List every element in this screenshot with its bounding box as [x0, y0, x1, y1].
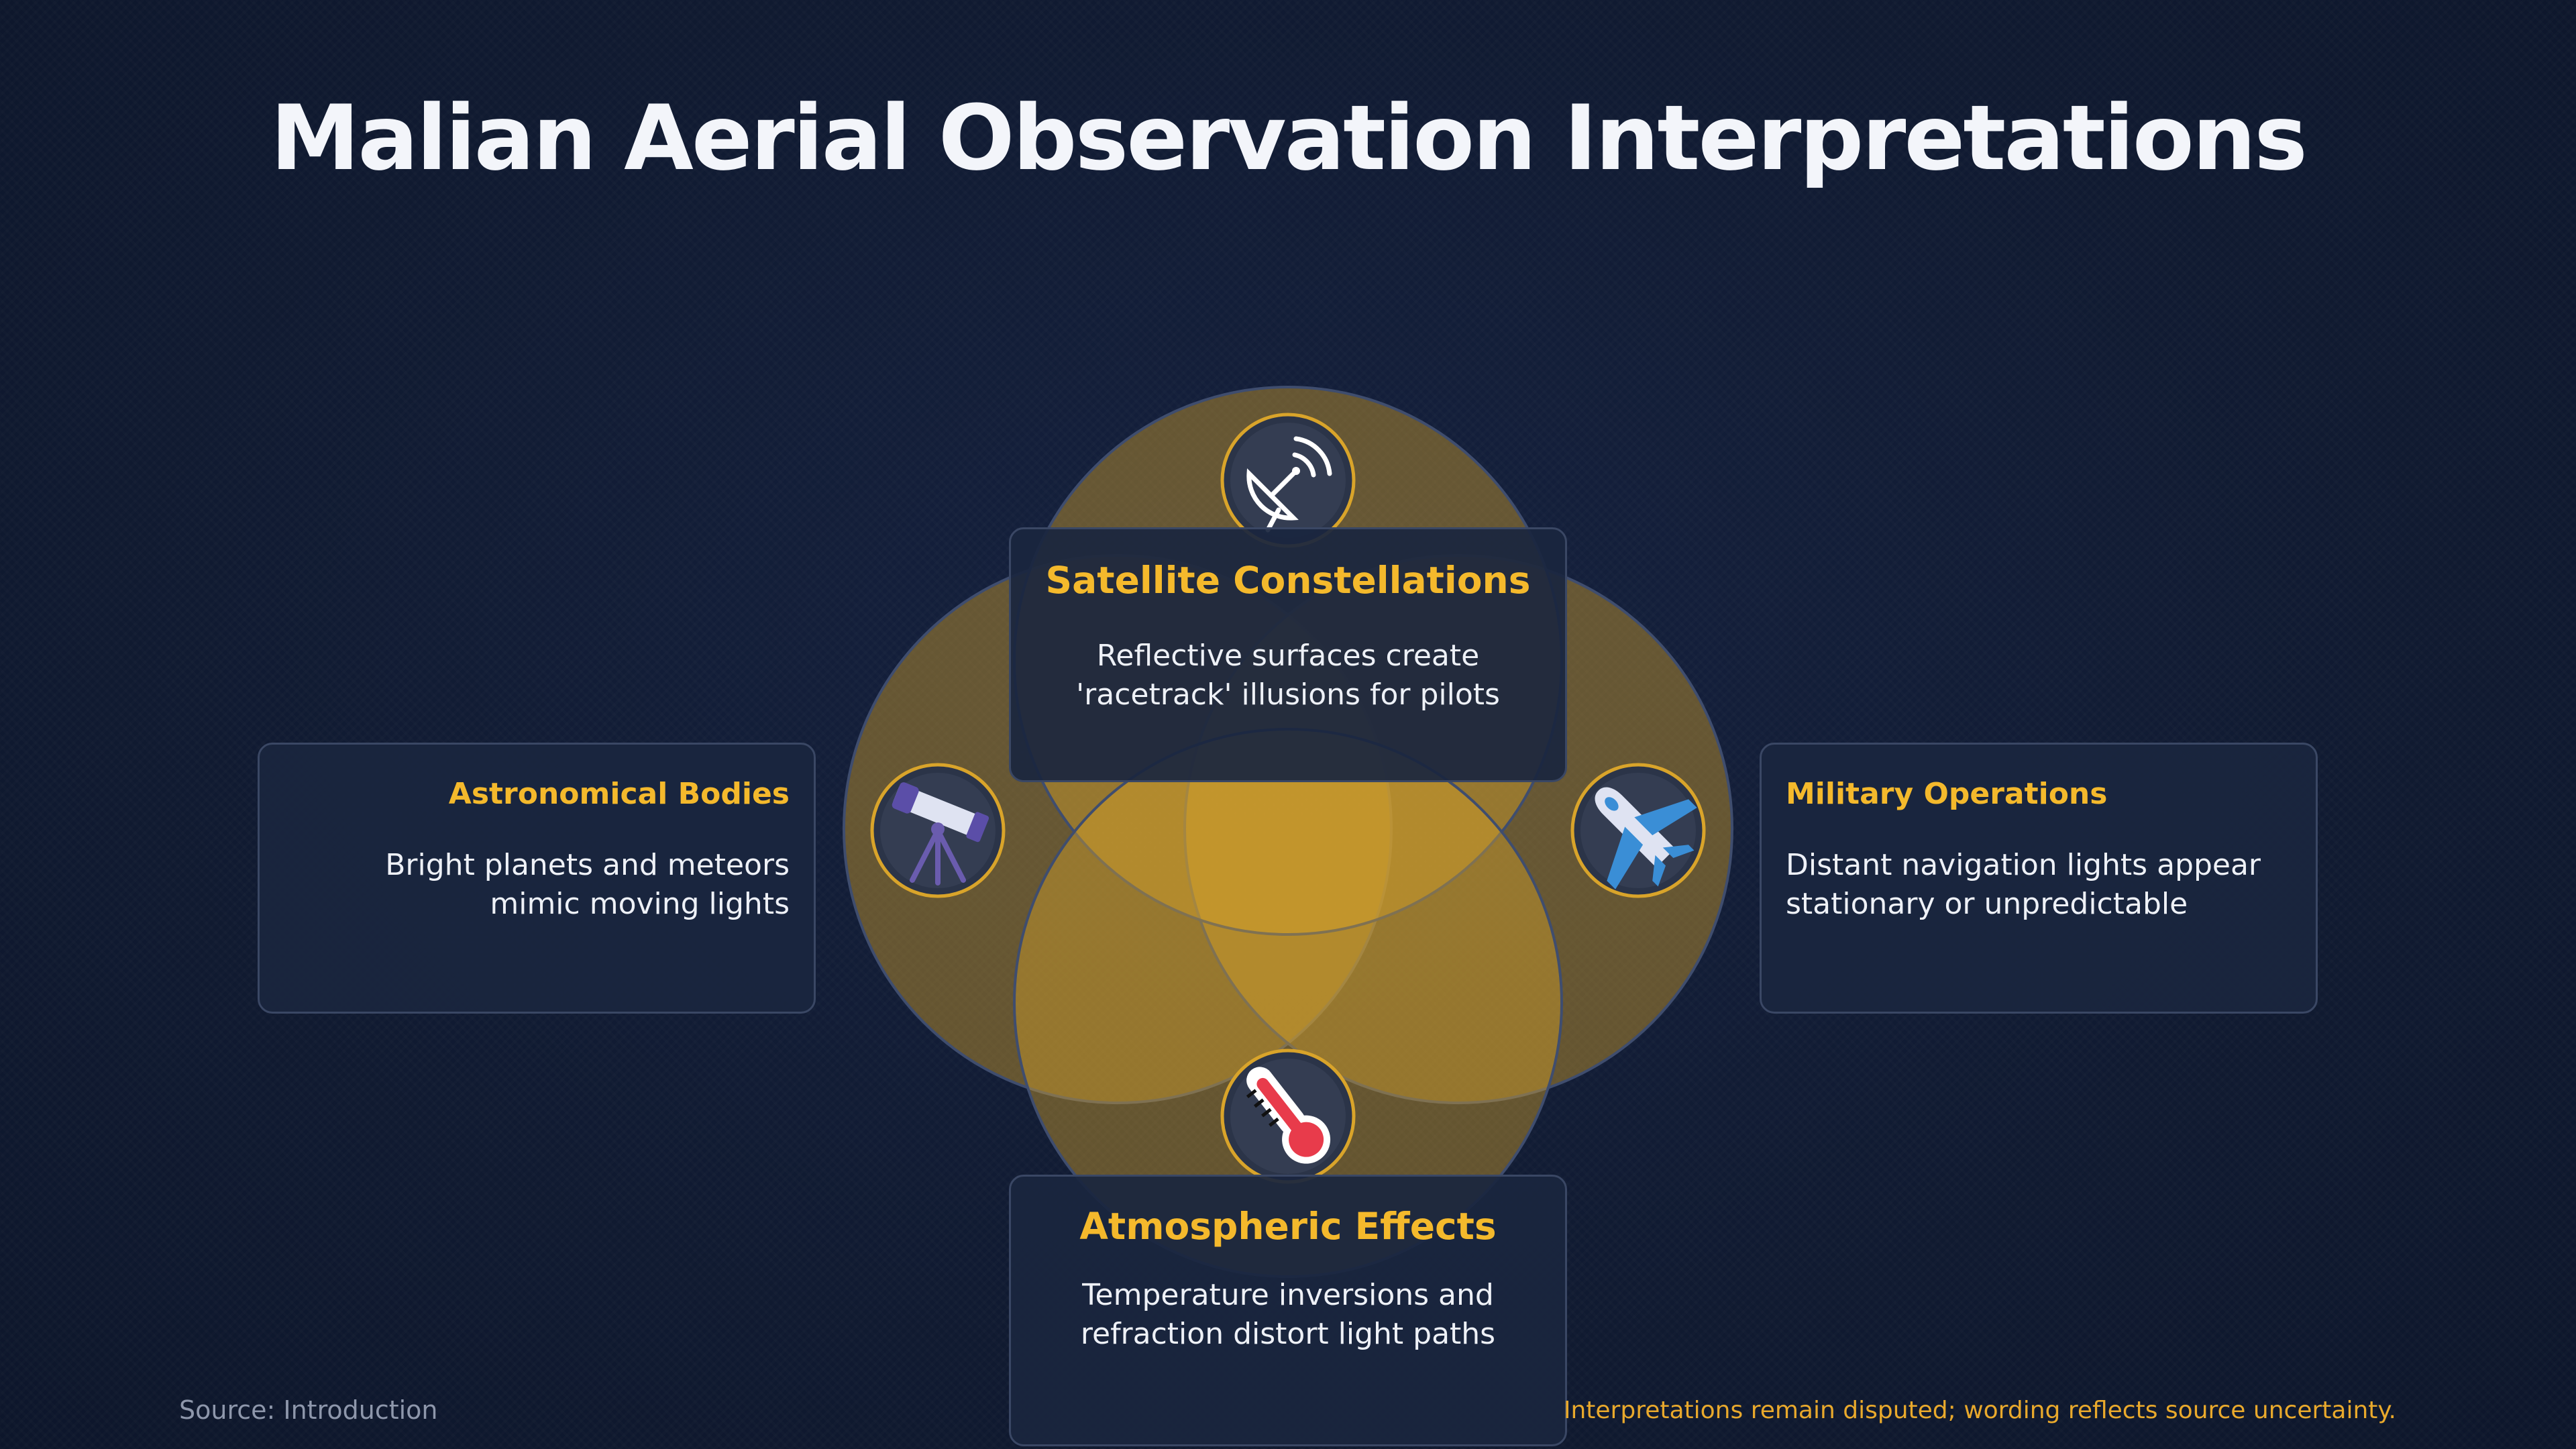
card-astronomical-bodies[interactable]: Astronomical Bodies Bright planets and m… [258, 743, 816, 1014]
venn-circles [843, 386, 1733, 1278]
card-title: Atmospheric Effects [1079, 1205, 1497, 1248]
card-atmospheric-effects[interactable]: Atmospheric Effects Temperature inversio… [1009, 1175, 1567, 1446]
thermometer-icon [1220, 1049, 1356, 1184]
card-title: Military Operations [1786, 777, 2108, 811]
airplane-icon [1570, 763, 1706, 898]
card-title: Satellite Constellations [1045, 559, 1531, 602]
footer-source: Source: Introduction [179, 1395, 438, 1425]
page-title: Malian Aerial Observation Interpretation… [270, 86, 2308, 191]
card-description: Bright planets and meteors mimic moving … [385, 848, 790, 922]
card-description: Distant navigation lights appear station… [1786, 848, 2261, 922]
telescope-icon [870, 763, 1006, 898]
card-description: Temperature inversions and refraction di… [1080, 1278, 1496, 1352]
footer-note: Interpretations remain disputed; wording… [1563, 1397, 2396, 1424]
card-description: Reflective surfaces create 'racetrack' i… [1076, 639, 1500, 712]
card-title: Astronomical Bodies [448, 777, 790, 811]
card-satellite-constellations[interactable]: Satellite Constellations Reflective surf… [1009, 527, 1567, 782]
satellite-dish-icon [1220, 413, 1356, 548]
card-military-operations[interactable]: Military Operations Distant navigation l… [1760, 743, 2318, 1014]
